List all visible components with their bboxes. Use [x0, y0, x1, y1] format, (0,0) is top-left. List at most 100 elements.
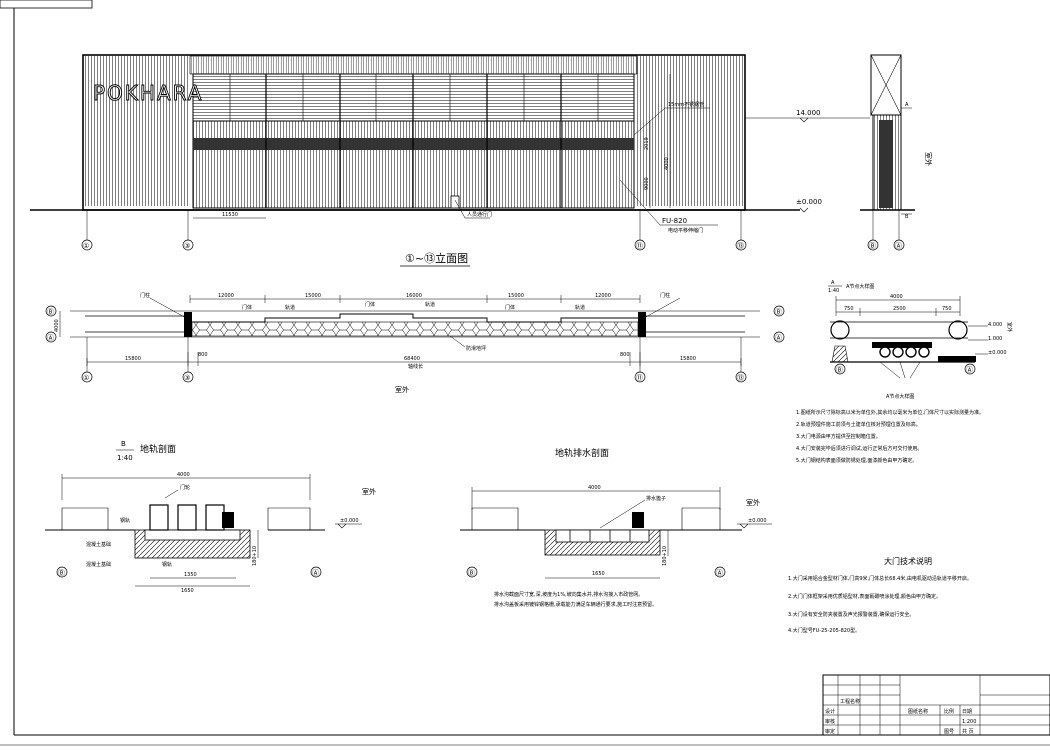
axis-bubble-1: ① — [83, 242, 89, 250]
detail-a-lv1: 4.000 — [988, 322, 1002, 328]
plan-end-right: 15800 — [680, 356, 696, 362]
drain-depth: 180+10 — [662, 546, 668, 566]
note-4: 4.大门安装完毕后须进行调试,运行正常后方可交付使用。 — [796, 445, 922, 452]
plan-axis-b-left: Ⓑ — [47, 308, 54, 316]
plan-axis-11: ⑪ — [636, 374, 643, 382]
gate-note-4: 4.大门型号FU-25-205-820型。 — [788, 627, 860, 634]
gate-note-3: 3.大门设有安全防夹装置及声光报警装置,确保运行安全。 — [788, 611, 914, 618]
track-level: ±0.000 — [340, 518, 359, 524]
title-block: 设计 审核 审定 工程名称 图纸名称 比例 1:200 日期 图号 共 页 — [822, 674, 1050, 736]
tb-drawing: 图纸名称 — [908, 708, 928, 715]
drain-axis-b: Ⓑ — [468, 569, 475, 577]
detail-a-w3: 750 — [942, 306, 952, 312]
side-marker-a: A — [905, 102, 909, 108]
callout-product-sub: 电动平移伸缩门 — [668, 227, 703, 234]
track-outside: 室外 — [362, 487, 376, 496]
plan-axis-b-right: Ⓑ — [775, 308, 782, 316]
detail-a-w1: 750 — [844, 306, 854, 312]
track-label-wheel: 门轮 — [180, 484, 190, 491]
track-axis-b: Ⓑ — [58, 569, 65, 577]
plan-dim-5: 12000 — [595, 293, 611, 299]
detail-a-axis-a: Ⓐ — [966, 366, 973, 374]
detail-a: A 1:40 A节点大样图 4000 750 2500 750 — [828, 280, 1013, 400]
tb-design: 设计 — [825, 708, 835, 715]
note-5: 5.大门钢结构表面须做防锈处理,面漆颜色由甲方确定。 — [796, 457, 917, 464]
track-label-rail-2: 钢轨 — [162, 561, 172, 568]
axis-bubble-3: ③ — [184, 242, 190, 250]
gate-plan: 12000 15000 16000 15000 12000 门体 轨道 门体 轨… — [45, 292, 785, 394]
detail-a-width: 4000 — [890, 294, 903, 300]
plan-overall-sub: 轴线长 — [408, 363, 423, 370]
detail-a-title: A节点大样图 — [886, 393, 914, 400]
gate-notes-title: 大门技术说明 — [884, 556, 932, 566]
callout-door: 人员通行门 — [467, 211, 492, 218]
plan-label-door-2: 门体 — [365, 301, 375, 308]
dim-2019: 2019 — [644, 137, 650, 150]
track-section-width: 4000 — [177, 472, 190, 478]
level-top: 14.000 — [796, 109, 821, 117]
plan-outside-label: 室外 — [395, 385, 409, 394]
plan-overall: 68400 — [404, 356, 420, 362]
track-depth: 180+10 — [252, 546, 258, 566]
plan-label-post-right: 门柱 — [660, 292, 670, 299]
plan-dim-3: 16000 — [406, 293, 422, 299]
detail-a-lv2: 1.000 — [988, 336, 1002, 342]
level-ground: ±0.000 — [796, 198, 822, 206]
side-axis-a: Ⓐ — [895, 242, 902, 250]
drain-note-1: 排水沟截面尺寸宽,深,坡度为1%,坡向集水井,排水沟接入市政管网。 — [494, 591, 643, 598]
drain-section-title: 地轨排水剖面 — [555, 447, 609, 459]
track-w-outer: 1650 — [181, 588, 194, 594]
plan-axis-3: ③ — [184, 374, 190, 382]
drain-width: 4000 — [588, 485, 601, 491]
plan-inner-left: 800 — [198, 352, 208, 358]
drain-axis-a: Ⓐ — [716, 569, 723, 577]
tb-scale-value: 1:200 — [962, 719, 976, 725]
detail-a-mark: A — [831, 280, 835, 286]
detail-a-w2: 2500 — [893, 306, 906, 312]
side-elevation: A B 室外 Ⓑ Ⓐ — [860, 54, 933, 251]
axis-bubble-13: ⑬ — [737, 242, 744, 250]
detail-a-outside: 室外 — [1006, 322, 1013, 332]
detail-a-scale: 1:40 — [828, 288, 839, 294]
plan-dim-4: 15000 — [508, 293, 524, 299]
track-section: B 1:40 地轨剖面 4000 门轮 钢轨 混凝土基础 混凝土基础 钢轨 — [45, 440, 376, 594]
front-elevation: POKHARA 11530 9000 4000 2019 15mm不锈钢管 FU… — [30, 54, 870, 267]
detail-a-title-top: A节点大样图 — [846, 283, 874, 290]
drain-section: 地轨排水剖面 4000 排水篦子 1650 180+10 室外 ±0.000 — [460, 447, 772, 608]
tb-check: 审核 — [825, 718, 835, 725]
side-marker-b: B — [905, 214, 909, 220]
tb-approve: 审定 — [825, 728, 835, 735]
plan-label-track-1: 轨道 — [285, 304, 295, 311]
detail-a-lv3: ±0.000 — [988, 350, 1007, 356]
tb-scale-label: 比例 — [944, 708, 954, 715]
plan-label-hex: 防滑地坪 — [466, 345, 486, 352]
plan-label-track-3: 轨道 — [575, 304, 585, 311]
brand-logo-text: POKHARA — [93, 81, 203, 105]
track-label-base-1: 混凝土基础 — [86, 541, 111, 548]
plan-label-post-left: 门柱 — [140, 292, 150, 299]
tb-total: 共 页 — [962, 728, 974, 735]
axis-bubble-11: ⑪ — [636, 242, 643, 250]
track-axis-a: Ⓐ — [312, 569, 319, 577]
tb-sheet: 图号 — [944, 729, 954, 735]
plan-dim-2: 15000 — [305, 293, 321, 299]
front-elevation-title: ①~⑬立面图 — [405, 251, 468, 265]
tb-date: 日期 — [962, 709, 972, 715]
gate-technical-notes: 大门技术说明 1.大门采用铝合金型材门体,门高9米,门体总长68.4米,由电机驱… — [788, 556, 972, 634]
drain-outside: 室外 — [746, 498, 760, 507]
detail-a-axis-b: Ⓑ — [836, 366, 843, 374]
side-axis-b: Ⓑ — [869, 242, 876, 250]
note-2: 2.轨道预埋件施工前须与土建单位核对预埋位置及标高。 — [796, 421, 921, 428]
drain-level: ±0.000 — [748, 518, 767, 524]
tb-project: 工程名称 — [840, 698, 860, 705]
gate-note-2: 2.大门门体框架采用优质铝型材,表面氟碳喷涂处理,颜色由甲方确定。 — [788, 593, 941, 600]
plan-axis-13: ⑬ — [737, 374, 744, 382]
plan-axis-a-right: Ⓐ — [775, 334, 782, 342]
track-w-inner: 1350 — [184, 572, 197, 578]
plan-dim-1: 12000 — [218, 293, 234, 299]
top-left-tab — [0, 0, 93, 9]
drain-label-grate: 排水篦子 — [646, 495, 666, 502]
track-section-scale: 1:40 — [117, 454, 133, 462]
callout-top: 15mm不锈钢管 — [668, 101, 704, 108]
plan-label-door-1: 门体 — [242, 304, 252, 311]
